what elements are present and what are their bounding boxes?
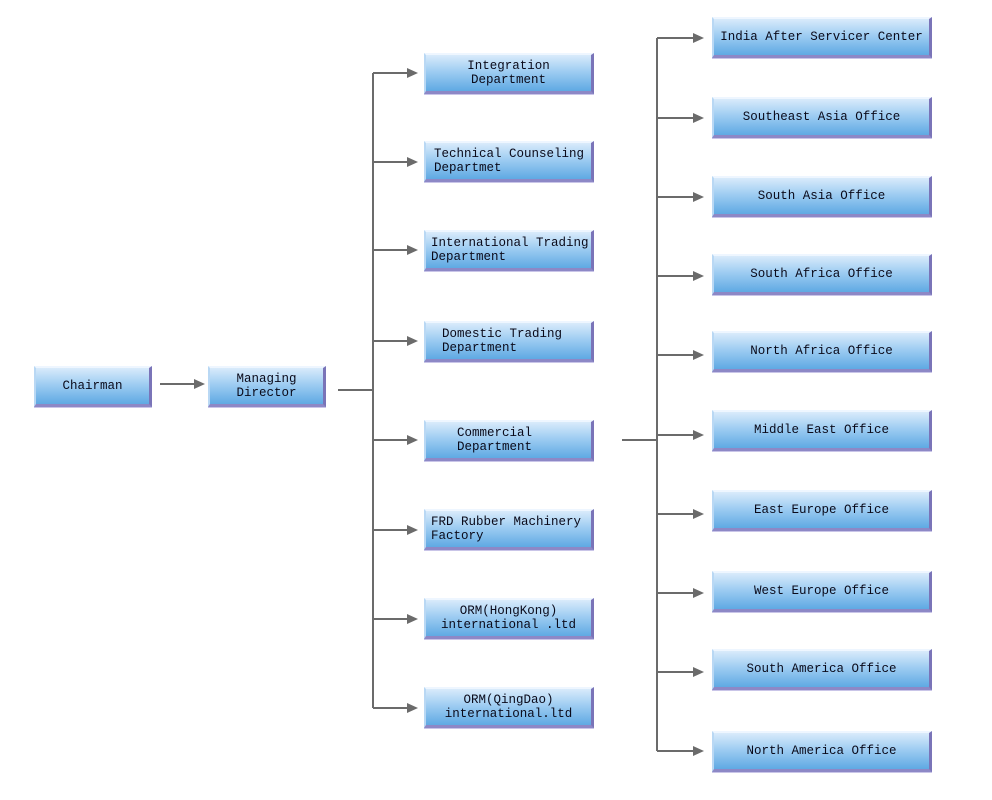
office-label: Middle East Office (753, 423, 890, 437)
dept-label: FRD Rubber Machinery Factory (431, 515, 582, 543)
office-box-south-asia: South Asia Office (712, 176, 932, 217)
dept-label: ORM(HongKong) international .ltd (440, 604, 577, 632)
office-label: South America Office (746, 662, 897, 676)
dept-box-integration: Integration Department (424, 53, 594, 94)
office-box-east-europe: East Europe Office (712, 490, 932, 531)
dept-label: Commercial Department (457, 426, 533, 454)
office-label: South Africa Office (750, 267, 893, 281)
office-box-west-europe: West Europe Office (712, 571, 932, 612)
dept-label: Technical Counseling Departmet (434, 147, 585, 175)
arrowhead-md (194, 379, 205, 389)
office-label: South Asia Office (757, 189, 886, 203)
dept-label: ORM(QingDao) international.ltd (444, 693, 573, 721)
office-box-north-africa: North Africa Office (712, 331, 932, 372)
dept-box-commercial: Commercial Department (424, 420, 594, 461)
office-label: India After Servicer Center (720, 30, 923, 44)
dept-box-orm-hongkong: ORM(HongKong) international .ltd (424, 598, 594, 639)
office-branches (657, 33, 704, 756)
managing-director-box: Managing Director (208, 366, 326, 407)
dept-box-orm-qingdao: ORM(QingDao) international.ltd (424, 687, 594, 728)
chairman-label: Chairman (62, 379, 123, 393)
office-label: North Africa Office (750, 344, 893, 358)
office-box-middle-east: Middle East Office (712, 410, 932, 451)
office-box-south-africa: South Africa Office (712, 254, 932, 295)
office-box-india: India After Servicer Center (712, 17, 932, 58)
office-label: North America Office (746, 744, 897, 758)
chairman-box: Chairman (34, 366, 152, 407)
dept-label: Integration Department (467, 59, 550, 87)
dept-box-domestic-trading: Domestic Trading Department (424, 321, 594, 362)
dept-box-frd-factory: FRD Rubber Machinery Factory (424, 509, 594, 550)
dept-branches (373, 68, 418, 713)
office-box-north-america: North America Office (712, 731, 932, 772)
managing-director-label: Managing Director (236, 372, 297, 400)
dept-box-technical-counseling: Technical Counseling Departmet (424, 141, 594, 182)
office-box-south-america: South America Office (712, 649, 932, 690)
office-label: West Europe Office (753, 584, 890, 598)
office-label: Southeast Asia Office (742, 110, 901, 124)
dept-box-international-trading: International Trading Department (424, 230, 594, 271)
dept-label: International Trading Department (431, 236, 589, 264)
office-label: East Europe Office (753, 503, 890, 517)
office-box-southeast-asia: Southeast Asia Office (712, 97, 932, 138)
dept-label: Domestic Trading Department (442, 327, 563, 355)
